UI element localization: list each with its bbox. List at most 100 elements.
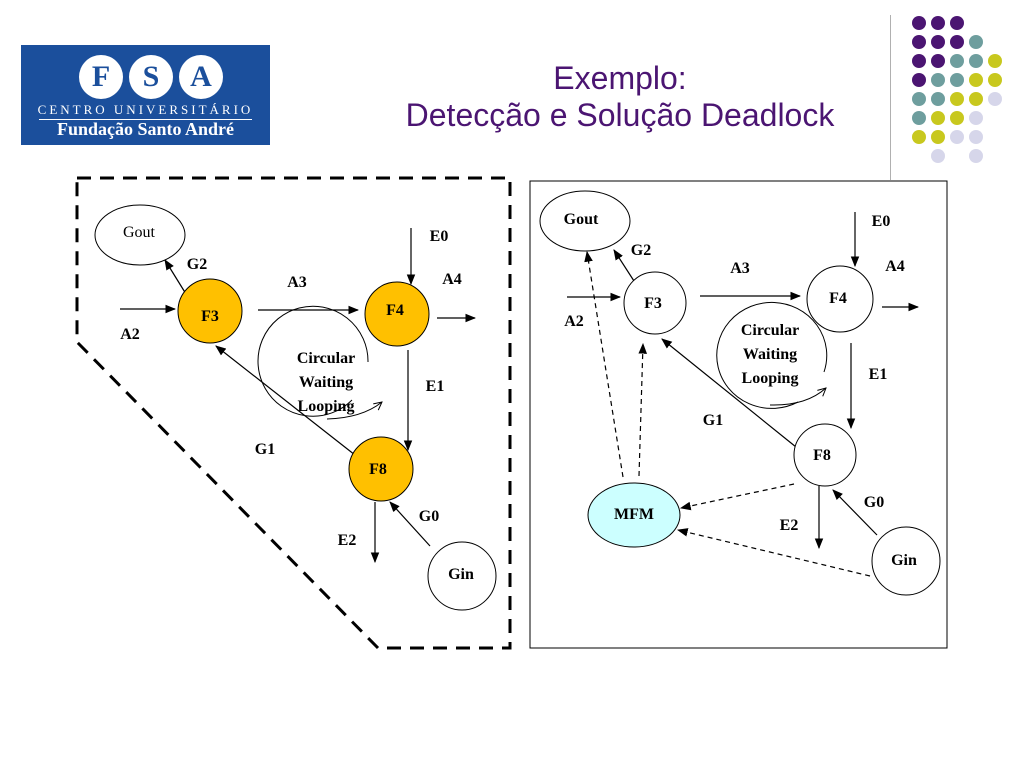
left-node-gout-label: Gout (123, 224, 156, 241)
left-loop-line-2: Waiting (299, 374, 353, 391)
logo-letter-s: S (129, 55, 173, 99)
right-node-f4-label: F4 (829, 290, 847, 307)
left-dashed-boundary (75, 176, 512, 650)
left-edge-g0 (389, 501, 431, 547)
decor-dot (931, 73, 945, 87)
left-label-g1: G1 (255, 441, 275, 458)
right-node-f3: F3 (623, 271, 687, 335)
decor-dot (931, 92, 945, 106)
left-label-a3: A3 (287, 274, 307, 291)
right-frame (529, 180, 948, 649)
right-edge-mfm-f3 (638, 342, 648, 477)
right-edge-f8-mfm (679, 483, 795, 511)
right-loop-line-3: Looping (742, 370, 799, 387)
logo-letter-a: A (179, 55, 223, 99)
decor-dot (969, 149, 983, 163)
right-node-f8: F8 (793, 423, 857, 487)
right-label-a4: A4 (885, 258, 905, 275)
decor-dot (969, 54, 983, 68)
left-label-a2: A2 (120, 326, 140, 343)
right-label-g1: G1 (703, 412, 723, 429)
decor-dot (931, 111, 945, 125)
decor-dot (969, 35, 983, 49)
decor-dot (912, 130, 926, 144)
right-label-g2: G2 (631, 242, 651, 259)
left-circular-waiting-loop: Circular Waiting Looping (257, 305, 383, 420)
decor-dot (931, 149, 945, 163)
decor-vertical-line (890, 15, 891, 180)
right-node-gin-label: Gin (891, 552, 917, 569)
right-edge-g1 (661, 338, 797, 448)
right-node-f4: F4 (806, 265, 874, 333)
decor-dot (950, 73, 964, 87)
right-edge-mfm-gout (584, 250, 624, 478)
slide-title: Exemplo: Detecção e Solução Deadlock (300, 60, 940, 134)
decor-dot (988, 54, 1002, 68)
left-node-gin-label: Gin (448, 566, 474, 583)
right-label-a3: A3 (730, 260, 750, 277)
decor-dot (931, 16, 945, 30)
right-node-f3-label: F3 (644, 295, 662, 312)
right-node-gout-label: Gout (564, 211, 599, 228)
decor-dot (912, 16, 926, 30)
right-label-e2: E2 (780, 517, 799, 534)
right-edge-g0 (832, 489, 878, 536)
left-node-f8: F8 (348, 436, 414, 502)
decor-dot (988, 73, 1002, 87)
decor-dot (912, 35, 926, 49)
fsa-logo: F S A CENTRO UNIVERSITÁRIO Fundação Sant… (21, 45, 270, 145)
right-node-mfm-label: MFM (614, 506, 654, 523)
decor-dot (950, 92, 964, 106)
left-node-f8-label: F8 (369, 461, 387, 478)
logo-letter-f: F (79, 55, 123, 99)
left-label-g0: G0 (419, 508, 439, 525)
right-loop-line-2: Waiting (743, 346, 797, 363)
right-circular-waiting-loop: Circular Waiting Looping (716, 301, 828, 409)
left-label-g2: G2 (187, 256, 207, 273)
right-node-gin: Gin (871, 526, 941, 596)
decor-dot (969, 73, 983, 87)
decor-dot (969, 130, 983, 144)
left-node-gout: Gout (94, 204, 186, 266)
right-label-g0: G0 (864, 494, 884, 511)
decor-dot (931, 35, 945, 49)
left-diagram: Gout F3 F4 F8 Gin Circular Waiting Loopi… (75, 176, 512, 650)
decor-dot (950, 130, 964, 144)
right-node-f8-label: F8 (813, 447, 831, 464)
left-node-f3-label: F3 (201, 308, 219, 325)
left-label-e0: E0 (430, 228, 449, 245)
decor-dot (950, 16, 964, 30)
left-node-f4-label: F4 (386, 302, 404, 319)
right-label-a2: A2 (564, 313, 584, 330)
decor-dot (912, 111, 926, 125)
decor-dot (912, 73, 926, 87)
left-node-f3: F3 (177, 278, 243, 344)
decor-dot (912, 54, 926, 68)
left-loop-line-1: Circular (297, 350, 355, 367)
right-edge-g2 (613, 249, 635, 282)
left-edge-g1 (215, 345, 356, 456)
logo-subtitle: CENTRO UNIVERSITÁRIO (37, 102, 254, 117)
right-loop-line-1: Circular (741, 322, 799, 339)
decor-dot (950, 35, 964, 49)
title-line-1: Exemplo: (553, 60, 687, 96)
decor-dot (950, 54, 964, 68)
decor-dot (969, 111, 983, 125)
right-node-gout: Gout (539, 190, 631, 252)
decor-dot (912, 92, 926, 106)
left-node-gin: Gin (427, 541, 497, 611)
decor-dot (931, 130, 945, 144)
logo-divider (39, 119, 252, 120)
right-label-e0: E0 (872, 213, 891, 230)
decor-dot (950, 111, 964, 125)
left-label-e2: E2 (338, 532, 357, 549)
right-label-e1: E1 (869, 366, 888, 383)
right-diagram: Gout F3 F4 F8 Gin MFM Circular Waiting L… (529, 180, 948, 649)
right-node-mfm: MFM (587, 482, 681, 548)
title-line-2: Detecção e Solução Deadlock (405, 97, 835, 133)
logo-name: Fundação Santo André (56, 119, 235, 139)
left-label-a4: A4 (442, 271, 462, 288)
left-label-e1: E1 (426, 378, 445, 395)
decor-dot (988, 92, 1002, 106)
